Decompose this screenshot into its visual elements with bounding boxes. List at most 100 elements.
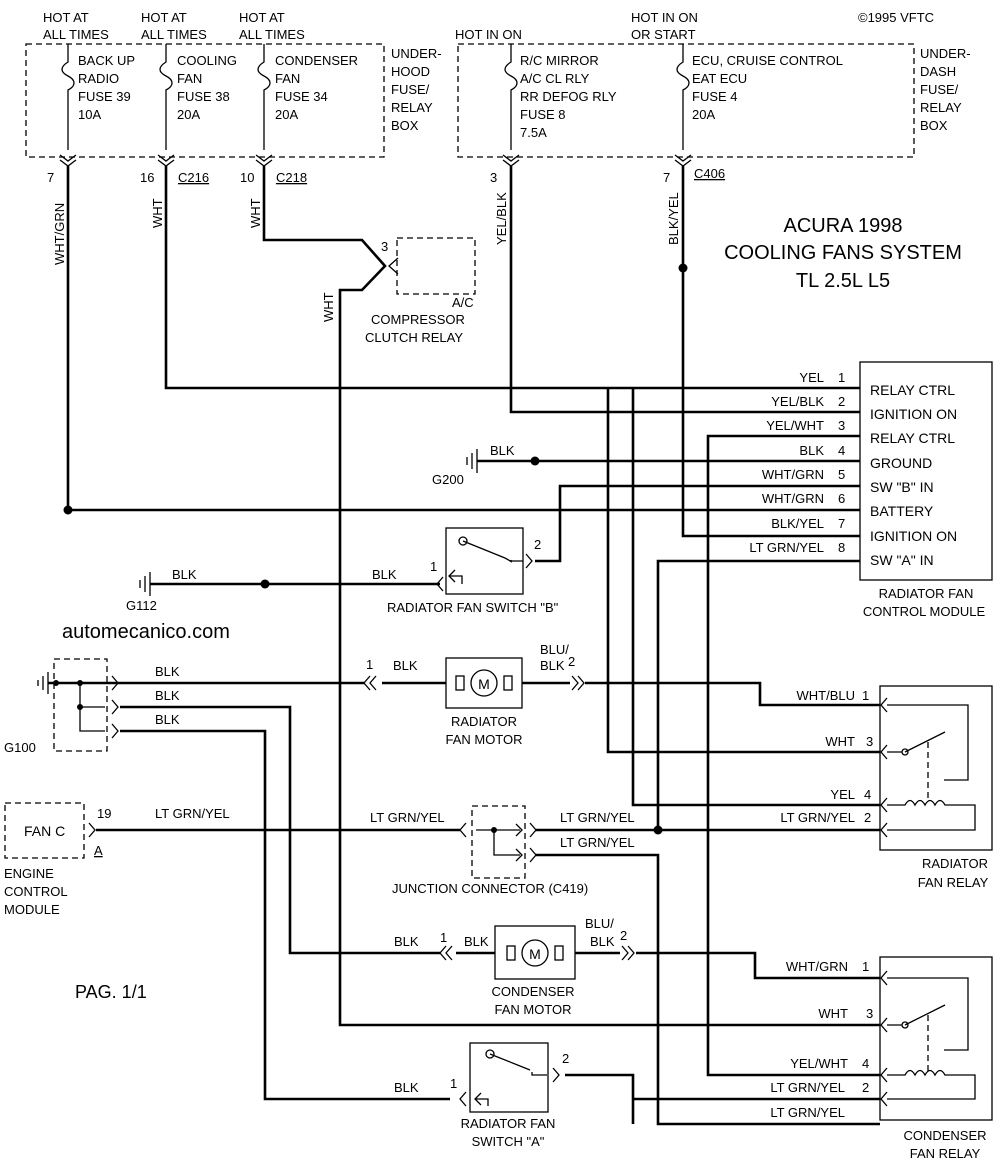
svg-text:G200: G200 (432, 472, 464, 487)
svg-text:RADIATOR: RADIATOR (451, 714, 517, 729)
svg-text:TL 2.5L L5: TL 2.5L L5 (796, 270, 890, 292)
svg-text:BLK/YEL: BLK/YEL (771, 516, 824, 531)
svg-text:LT GRN/YEL: LT GRN/YEL (749, 540, 824, 555)
svg-text:RADIATOR FAN: RADIATOR FAN (461, 1116, 556, 1131)
svg-text:BLK: BLK (155, 688, 180, 703)
svg-text:LT GRN/YEL: LT GRN/YEL (155, 806, 230, 821)
svg-text:LT GRN/YEL: LT GRN/YEL (560, 810, 635, 825)
svg-text:19: 19 (97, 806, 111, 821)
svg-text:BACK UP: BACK UP (78, 53, 135, 68)
svg-text:BLU/: BLU/ (585, 916, 614, 931)
svg-text:FAN MOTOR: FAN MOTOR (494, 1002, 571, 1017)
svg-text:R/C MIRROR: R/C MIRROR (520, 53, 599, 68)
svg-text:SW "B" IN: SW "B" IN (870, 479, 934, 495)
svg-text:BLK: BLK (799, 443, 824, 458)
svg-text:10A: 10A (78, 107, 101, 122)
svg-text:2: 2 (620, 928, 627, 943)
svg-text:10: 10 (240, 170, 254, 185)
svg-text:RADIO: RADIO (78, 71, 119, 86)
svg-text:BLK: BLK (155, 712, 180, 727)
svg-text:WHT/BLU: WHT/BLU (797, 688, 856, 703)
condenser-fan-relay: WHT/GRN 1 WHT 3 YEL/WHT 4 LT GRN/YEL 2 L… (770, 956, 993, 1161)
svg-text:WHT: WHT (825, 734, 855, 749)
svg-text:MODULE: MODULE (4, 902, 60, 917)
svg-text:1: 1 (366, 657, 373, 672)
svg-text:SW "A" IN: SW "A" IN (870, 552, 934, 568)
svg-text:BLK: BLK (394, 934, 419, 949)
svg-text:G112: G112 (126, 598, 157, 613)
svg-text:1: 1 (862, 959, 869, 974)
svg-text:20A: 20A (692, 107, 715, 122)
svg-text:HOT IN ON: HOT IN ON (455, 27, 522, 42)
svg-text:3: 3 (838, 418, 845, 433)
copyright: ©1995 VFTC (858, 10, 934, 25)
fuse-symbol-4 (676, 44, 690, 150)
svg-text:BLK: BLK (394, 1080, 419, 1095)
svg-text:WHT: WHT (818, 1006, 848, 1021)
svg-text:COOLING: COOLING (177, 53, 237, 68)
svg-text:YEL/WHT: YEL/WHT (766, 418, 824, 433)
fuse-symbol-38 (159, 44, 173, 150)
svg-text:BOX: BOX (920, 118, 948, 133)
svg-text:BLK: BLK (540, 658, 565, 673)
svg-text:8: 8 (838, 540, 845, 555)
svg-text:CONTROL: CONTROL (4, 884, 68, 899)
svg-text:6: 6 (838, 491, 845, 506)
svg-text:20A: 20A (275, 107, 298, 122)
svg-text:FUSE 4: FUSE 4 (692, 89, 738, 104)
svg-text:G100: G100 (4, 740, 36, 755)
svg-text:ALL TIMES: ALL TIMES (239, 27, 305, 42)
svg-text:COOLING FANS SYSTEM: COOLING FANS SYSTEM (724, 242, 962, 264)
svg-text:4: 4 (838, 443, 845, 458)
svg-text:7: 7 (838, 516, 845, 531)
svg-text:BLK: BLK (590, 934, 615, 949)
underhood-fuse-box: UNDER- HOOD FUSE/ RELAY BOX HOT AT ALL T… (25, 10, 442, 185)
svg-text:FUSE 34: FUSE 34 (275, 89, 328, 104)
ground-g200: BLK G200 (432, 443, 515, 487)
svg-text:7: 7 (663, 170, 670, 185)
fuse-symbol-34 (257, 44, 271, 150)
svg-text:LT GRN/YEL: LT GRN/YEL (560, 835, 635, 850)
svg-text:WHT/GRN: WHT/GRN (762, 491, 824, 506)
wire-label-wht-grn: WHT/GRN (52, 203, 67, 265)
svg-text:ALL TIMES: ALL TIMES (43, 27, 109, 42)
svg-text:1: 1 (450, 1076, 457, 1091)
svg-text:RADIATOR: RADIATOR (922, 856, 988, 871)
svg-text:RELAY: RELAY (920, 100, 962, 115)
svg-text:ECU, CRUISE CONTROL: ECU, CRUISE CONTROL (692, 53, 843, 68)
svg-text:CLUTCH RELAY: CLUTCH RELAY (365, 330, 463, 345)
svg-text:20A: 20A (177, 107, 200, 122)
svg-text:HOT AT: HOT AT (43, 10, 89, 25)
svg-text:BATTERY: BATTERY (870, 503, 934, 519)
svg-text:HOT IN ON: HOT IN ON (631, 10, 698, 25)
fuse-symbol-39 (61, 44, 75, 150)
svg-text:FUSE 39: FUSE 39 (78, 89, 131, 104)
svg-text:COMPRESSOR: COMPRESSOR (371, 312, 465, 327)
splice-dot (653, 825, 663, 835)
svg-text:BOX: BOX (391, 118, 419, 133)
svg-text:EAT ECU: EAT ECU (692, 71, 747, 86)
wire-label-wht-3: WHT (321, 292, 336, 322)
diagram-title: ACURA 1998 COOLING FANS SYSTEM TL 2.5L L… (724, 215, 962, 292)
svg-text:CONDENSER: CONDENSER (275, 53, 358, 68)
svg-text:C218: C218 (276, 170, 307, 185)
svg-text:FAN C: FAN C (24, 823, 65, 839)
svg-text:BLK: BLK (372, 567, 397, 582)
svg-text:YEL/WHT: YEL/WHT (790, 1056, 848, 1071)
radiator-fan-motor: 1 BLK M BLU/ BLK 2 RADIATOR FAN MOTOR (363, 642, 585, 747)
fuse-34: HOT AT ALL TIMES CONDENSER FAN FUSE 34 2… (239, 10, 358, 122)
svg-text:7.5A: 7.5A (520, 125, 547, 140)
svg-text:IGNITION ON: IGNITION ON (870, 406, 957, 422)
svg-text:BLK: BLK (155, 664, 180, 679)
svg-text:2: 2 (862, 1080, 869, 1095)
svg-text:FAN RELAY: FAN RELAY (918, 875, 989, 890)
svg-text:YEL/BLK: YEL/BLK (771, 394, 824, 409)
svg-text:ACURA 1998: ACURA 1998 (784, 215, 903, 237)
svg-text:LT GRN/YEL: LT GRN/YEL (780, 810, 855, 825)
svg-text:BLK: BLK (464, 934, 489, 949)
svg-text:3: 3 (381, 239, 388, 254)
svg-text:3: 3 (866, 734, 873, 749)
svg-text:A/C: A/C (452, 295, 474, 310)
svg-text:RADIATOR FAN SWITCH "B": RADIATOR FAN SWITCH "B" (387, 600, 559, 615)
